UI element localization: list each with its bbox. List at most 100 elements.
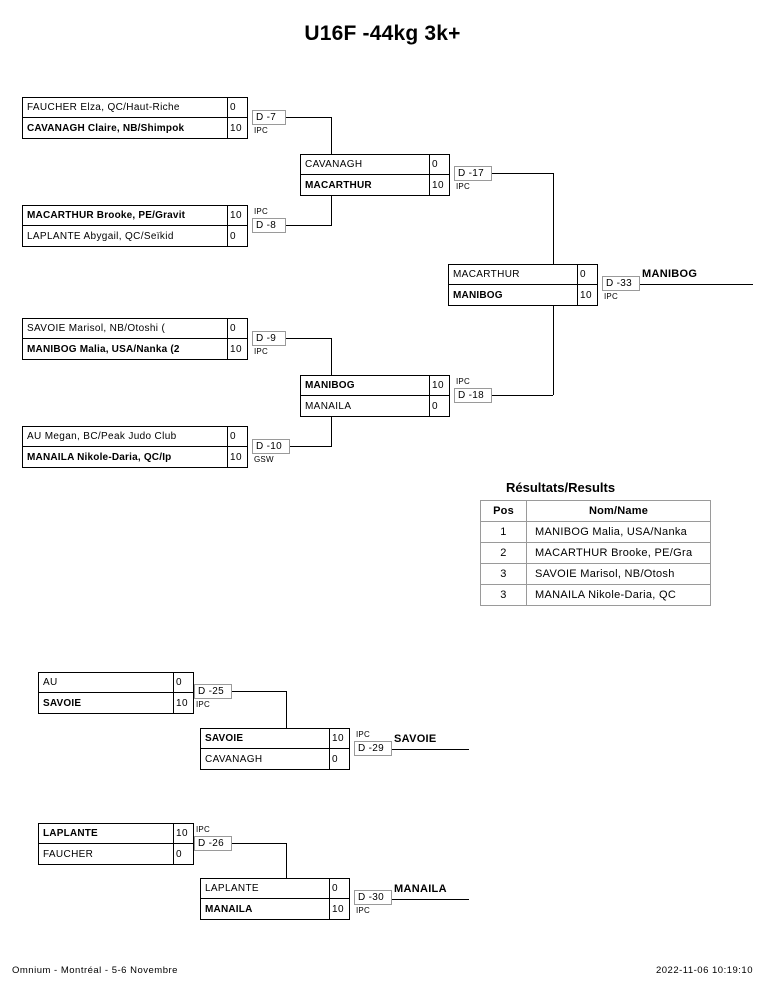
decision-code: GSW xyxy=(254,455,274,464)
match-box-d33[interactable]: MACARTHUR 0 MANIBOG 10 xyxy=(448,264,598,306)
competitor-score: 10 xyxy=(329,729,349,748)
match-row-bottom: MANIBOG Malia, USA/Nanka (2 10 xyxy=(23,339,247,359)
table-header-row: Pos Nom/Name xyxy=(480,500,711,522)
winner-label-bronze-upper: SAVOIE xyxy=(394,733,437,745)
competitor-name: SAVOIE xyxy=(43,697,82,709)
competitor-score: 0 xyxy=(173,673,193,692)
match-row-bottom: CAVANAGH Claire, NB/Shimpok 10 xyxy=(23,118,247,138)
connector-line xyxy=(232,843,286,844)
table-row: 3 MANAILA Nikole-Daria, QC xyxy=(480,584,711,606)
decision-code: IPC xyxy=(456,377,470,386)
match-box-d10[interactable]: AU Megan, BC/Peak Judo Club 0 MANAILA Ni… xyxy=(22,426,248,468)
match-row-top: AU Megan, BC/Peak Judo Club 0 xyxy=(23,427,247,447)
page-title: U16F -44kg 3k+ xyxy=(304,22,461,45)
result-position: 3 xyxy=(480,584,527,606)
competitor-name: LAPLANTE xyxy=(43,828,98,839)
match-box-d26[interactable]: LAPLANTE 10 FAUCHER 0 xyxy=(38,823,194,865)
bout-label-d9[interactable]: D -9 xyxy=(252,331,286,346)
match-box-d7[interactable]: FAUCHER Elza, QC/Haut-Riche 0 CAVANAGH C… xyxy=(22,97,248,139)
match-row-top: SAVOIE 10 xyxy=(201,729,349,749)
bout-label-d25[interactable]: D -25 xyxy=(194,684,232,699)
competitor-score: 10 xyxy=(227,339,247,359)
match-row-top: MACARTHUR 0 xyxy=(449,265,597,285)
match-box-d25[interactable]: AU 0 SAVOIE 10 xyxy=(38,672,194,714)
table-row: 1 MANIBOG Malia, USA/Nanka xyxy=(480,521,711,543)
competitor-score: 10 xyxy=(577,285,597,305)
competitor-name: FAUCHER Elza, QC/Haut-Riche xyxy=(27,102,180,113)
decision-code: IPC xyxy=(254,126,268,135)
match-row-bottom: MANAILA Nikole-Daria, QC/Ip 10 xyxy=(23,447,247,467)
connector-line xyxy=(286,843,287,900)
result-name: MANAILA Nikole-Daria, QC xyxy=(526,584,711,606)
competitor-name: MACARTHUR Brooke, PE/Gravit xyxy=(27,210,186,221)
competitor-score: 10 xyxy=(173,824,193,843)
result-position: 1 xyxy=(480,521,527,543)
competitor-name: MANIBOG xyxy=(305,380,355,391)
competitor-name: MACARTHUR xyxy=(305,179,372,191)
result-position: 3 xyxy=(480,563,527,585)
match-box-d9[interactable]: SAVOIE Marisol, NB/Otoshi ( 0 MANIBOG Ma… xyxy=(22,318,248,360)
connector-line xyxy=(392,749,469,750)
match-row-bottom: CAVANAGH 0 xyxy=(201,749,349,769)
competitor-name: MANAILA Nikole-Daria, QC/Ip xyxy=(27,451,172,463)
competitor-name: CAVANAGH xyxy=(205,753,263,765)
bout-label-d18[interactable]: D -18 xyxy=(454,388,492,403)
result-name: MANIBOG Malia, USA/Nanka xyxy=(526,521,711,543)
competitor-name: MANIBOG Malia, USA/Nanka (2 xyxy=(27,343,180,355)
column-header-pos: Pos xyxy=(480,500,527,522)
competitor-name: AU xyxy=(43,677,58,688)
competitor-score: 10 xyxy=(173,693,193,713)
competitor-name: CAVANAGH xyxy=(305,159,363,170)
bout-label-d8[interactable]: D -8 xyxy=(252,218,286,233)
result-name: SAVOIE Marisol, NB/Otosh xyxy=(526,563,711,585)
match-box-d18[interactable]: MANIBOG 10 MANAILA 0 xyxy=(300,375,450,417)
competitor-score: 10 xyxy=(227,447,247,467)
match-row-top: SAVOIE Marisol, NB/Otoshi ( 0 xyxy=(23,319,247,339)
bout-label-d17[interactable]: D -17 xyxy=(454,166,492,181)
competitor-name: MANAILA xyxy=(305,400,352,412)
competitor-score: 0 xyxy=(173,844,193,864)
match-box-d29[interactable]: SAVOIE 10 CAVANAGH 0 xyxy=(200,728,350,770)
bout-label-d10[interactable]: D -10 xyxy=(252,439,290,454)
match-box-d8[interactable]: MACARTHUR Brooke, PE/Gravit 10 LAPLANTE … xyxy=(22,205,248,247)
connector-line xyxy=(392,899,469,900)
competitor-score: 10 xyxy=(227,206,247,225)
results-table: Pos Nom/Name 1 MANIBOG Malia, USA/Nanka … xyxy=(480,500,711,606)
match-row-top: FAUCHER Elza, QC/Haut-Riche 0 xyxy=(23,98,247,118)
footer-timestamp: 2022-11-06 10:19:10 xyxy=(655,965,753,976)
competitor-score: 10 xyxy=(429,376,449,395)
decision-code: IPC xyxy=(196,700,210,709)
competitor-name: SAVOIE Marisol, NB/Otoshi ( xyxy=(27,323,166,334)
decision-code: IPC xyxy=(254,207,268,216)
match-row-top: MACARTHUR Brooke, PE/Gravit 10 xyxy=(23,206,247,226)
connector-line xyxy=(286,691,287,748)
match-row-top: MANIBOG 10 xyxy=(301,376,449,396)
match-row-bottom: MANIBOG 10 xyxy=(449,285,597,305)
competitor-score: 0 xyxy=(429,155,449,174)
connector-line xyxy=(232,691,286,692)
connector-line xyxy=(640,284,753,285)
bout-label-d29[interactable]: D -29 xyxy=(354,741,392,756)
competitor-name: FAUCHER xyxy=(43,848,94,860)
result-position: 2 xyxy=(480,542,527,564)
results-title: Résultats/Results xyxy=(506,480,616,495)
bout-label-d7[interactable]: D -7 xyxy=(252,110,286,125)
bout-label-d26[interactable]: D -26 xyxy=(194,836,232,851)
bout-label-d33[interactable]: D -33 xyxy=(602,276,640,291)
match-row-bottom: FAUCHER 0 xyxy=(39,844,193,864)
match-row-bottom: MACARTHUR 10 xyxy=(301,175,449,195)
competitor-name: LAPLANTE Abygail, QC/Seïkid xyxy=(27,230,174,242)
match-row-bottom: SAVOIE 10 xyxy=(39,693,193,713)
competitor-name: MANAILA xyxy=(205,903,253,915)
competitor-score: 0 xyxy=(577,265,597,284)
match-row-bottom: MANAILA 10 xyxy=(201,899,349,919)
connector-line xyxy=(492,173,553,174)
competitor-name: MANIBOG xyxy=(453,289,503,301)
match-box-d17[interactable]: CAVANAGH 0 MACARTHUR 10 xyxy=(300,154,450,196)
match-box-d30[interactable]: LAPLANTE 0 MANAILA 10 xyxy=(200,878,350,920)
match-row-top: LAPLANTE 0 xyxy=(201,879,349,899)
competitor-score: 0 xyxy=(429,396,449,416)
column-header-name: Nom/Name xyxy=(526,500,711,522)
bout-label-d30[interactable]: D -30 xyxy=(354,890,392,905)
competitor-score: 10 xyxy=(429,175,449,195)
